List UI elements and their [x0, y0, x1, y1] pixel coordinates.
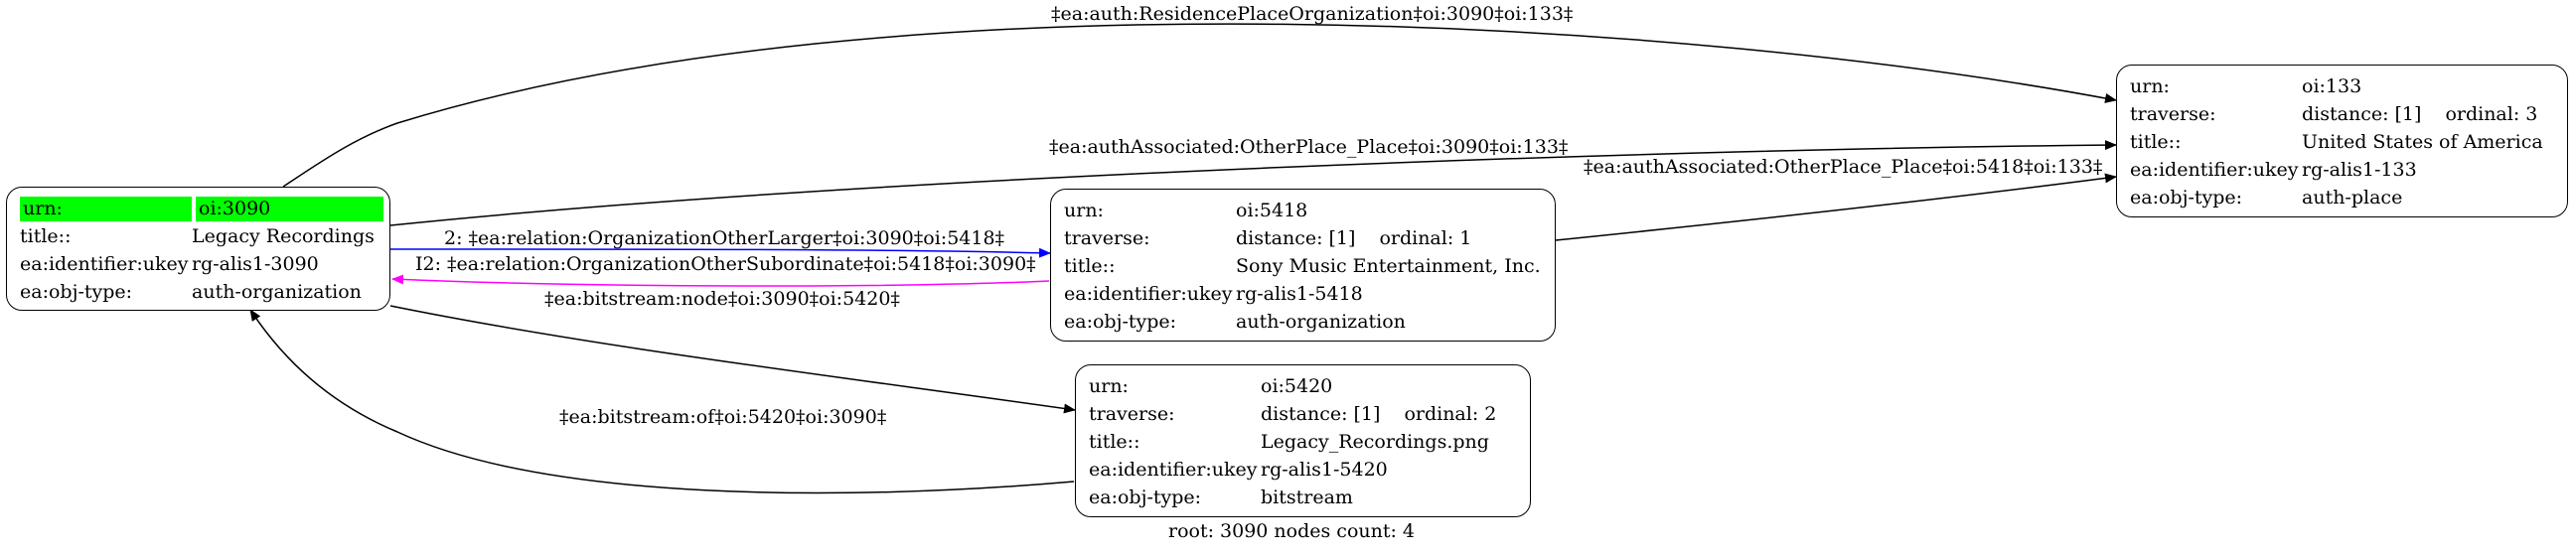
node-oi-5420[interactable]: urn: oi:5420 traverse: distance: [1] ord… [1075, 364, 1531, 517]
row-key: ea:obj-type: [2130, 187, 2243, 208]
node-row-obj-type: ea:obj-type: auth-place [2130, 184, 2555, 211]
row-key: traverse: [1089, 403, 1175, 425]
row-value: rg-alis1-133 [2302, 159, 2417, 181]
node-row-ukey: ea:identifier:ukey rg-alis1-5418 [1064, 280, 1543, 308]
row-key: title:: [1064, 255, 1116, 277]
row-key: ea:obj-type: [1064, 311, 1177, 333]
edge-label-bitstream-of: ‡ea:bitstream:of‡oi:5420‡oi:3090‡ [559, 406, 887, 428]
row-key: traverse: [2130, 103, 2216, 125]
row-key: ea:identifier:ukey [2130, 159, 2299, 181]
edge-subordinate [391, 274, 1050, 287]
node-row-title: title:: United States of America [2130, 128, 2555, 156]
row-key: urn: [20, 196, 192, 221]
row-value: oi:5418 [1236, 200, 1308, 221]
row-key: urn: [1089, 375, 1129, 397]
edge-label-associated-5418-133: ‡ea:authAssociated:OtherPlace_Place‡oi:5… [1584, 156, 2103, 178]
row-value: auth-place [2302, 187, 2403, 208]
row-key: title:: [1089, 431, 1140, 453]
row-value: auth-organization [1236, 311, 1406, 333]
row-key: ea:identifier:ukey [1089, 459, 1258, 481]
row-value: auth-organization [192, 281, 362, 303]
node-oi-5418[interactable]: urn: oi:5418 traverse: distance: [1] ord… [1050, 189, 1556, 342]
node-row-urn: urn: oi:133 [2130, 72, 2555, 100]
node-row-obj-type: ea:obj-type: auth-organization [1064, 308, 1543, 336]
edge-residence [282, 23, 2117, 188]
row-value: distance: [1] [1261, 403, 1381, 425]
row-value: bitstream [1261, 486, 1353, 508]
row-value: rg-alis1-5420 [1261, 459, 1388, 481]
node-row-traverse: traverse: distance: [1] ordinal: 2 [1089, 400, 1518, 428]
row-value: United States of America [2302, 131, 2543, 153]
edge-bitstream-node [389, 305, 1076, 414]
row-value: rg-alis1-3090 [192, 253, 319, 275]
row-key: ea:obj-type: [1089, 486, 1202, 508]
node-row-title: title:: Legacy Recordings [20, 222, 378, 250]
row-key: ea:identifier:ukey [20, 253, 189, 275]
edge-label-subordinate: I2: ‡ea:relation:OrganizationOtherSubord… [415, 253, 1036, 275]
row-value: Legacy_Recordings.png [1261, 431, 1489, 453]
row-key: ea:identifier:ukey [1064, 283, 1233, 305]
row-value: Legacy Recordings [192, 225, 375, 247]
row-key: urn: [2130, 75, 2170, 97]
node-oi-133[interactable]: urn: oi:133 traverse: distance: [1] ordi… [2116, 65, 2568, 217]
graph-footer-caption: root: 3090 nodes count: 4 [1168, 520, 1416, 542]
row-value: oi:133 [2302, 75, 2362, 97]
row-value: oi:5420 [1261, 375, 1333, 397]
node-row-obj-type: ea:obj-type: auth-organization [20, 278, 378, 306]
edge-label-larger: 2: ‡ea:relation:OrganizationOtherLarger‡… [444, 227, 1005, 249]
row-value: distance: [1] [1236, 227, 1356, 249]
node-row-traverse: traverse: distance: [1] ordinal: 1 [1064, 224, 1543, 252]
edge-associated-5418-133 [1555, 173, 2117, 241]
row-value: distance: [1] [2302, 103, 2422, 125]
node-row-urn: urn: oi:5418 [1064, 197, 1543, 224]
row-key: title:: [20, 225, 72, 247]
row-ordinal: ordinal: 3 [2445, 103, 2538, 125]
node-row-title: title:: Sony Music Entertainment, Inc. [1064, 252, 1543, 280]
edge-label-residence: ‡ea:auth:ResidencePlaceOrganization‡oi:3… [1051, 3, 1574, 25]
row-value: Sony Music Entertainment, Inc. [1236, 255, 1541, 277]
row-value: rg-alis1-5418 [1236, 283, 1363, 305]
row-ordinal: ordinal: 2 [1404, 403, 1497, 425]
edge-associated-3090-133 [389, 140, 2117, 226]
edge-larger [389, 247, 1051, 258]
row-value: oi:3090 [196, 196, 383, 221]
node-row-title: title:: Legacy_Recordings.png [1089, 428, 1518, 456]
edge-label-associated-3090-133: ‡ea:authAssociated:OtherPlace_Place‡oi:3… [1049, 136, 1569, 158]
edge-label-bitstream-node: ‡ea:bitstream:node‡oi:3090‡oi:5420‡ [544, 288, 900, 310]
node-row-ukey: ea:identifier:ukey rg-alis1-5420 [1089, 456, 1518, 484]
node-row-urn: urn: oi:3090 [20, 195, 383, 222]
edge-bitstream-of [249, 309, 1075, 494]
row-key: urn: [1064, 200, 1104, 221]
node-row-urn: urn: oi:5420 [1089, 372, 1518, 400]
node-row-obj-type: ea:obj-type: bitstream [1089, 484, 1518, 511]
row-key: ea:obj-type: [20, 281, 133, 303]
row-ordinal: ordinal: 1 [1379, 227, 1472, 249]
node-row-traverse: traverse: distance: [1] ordinal: 3 [2130, 100, 2555, 128]
node-row-ukey: ea:identifier:ukey rg-alis1-133 [2130, 156, 2555, 184]
node-oi-3090[interactable]: urn: oi:3090 title:: Legacy Recordings e… [6, 187, 390, 311]
node-row-ukey: ea:identifier:ukey rg-alis1-3090 [20, 250, 378, 278]
row-key: traverse: [1064, 227, 1150, 249]
row-key: title:: [2130, 131, 2182, 153]
